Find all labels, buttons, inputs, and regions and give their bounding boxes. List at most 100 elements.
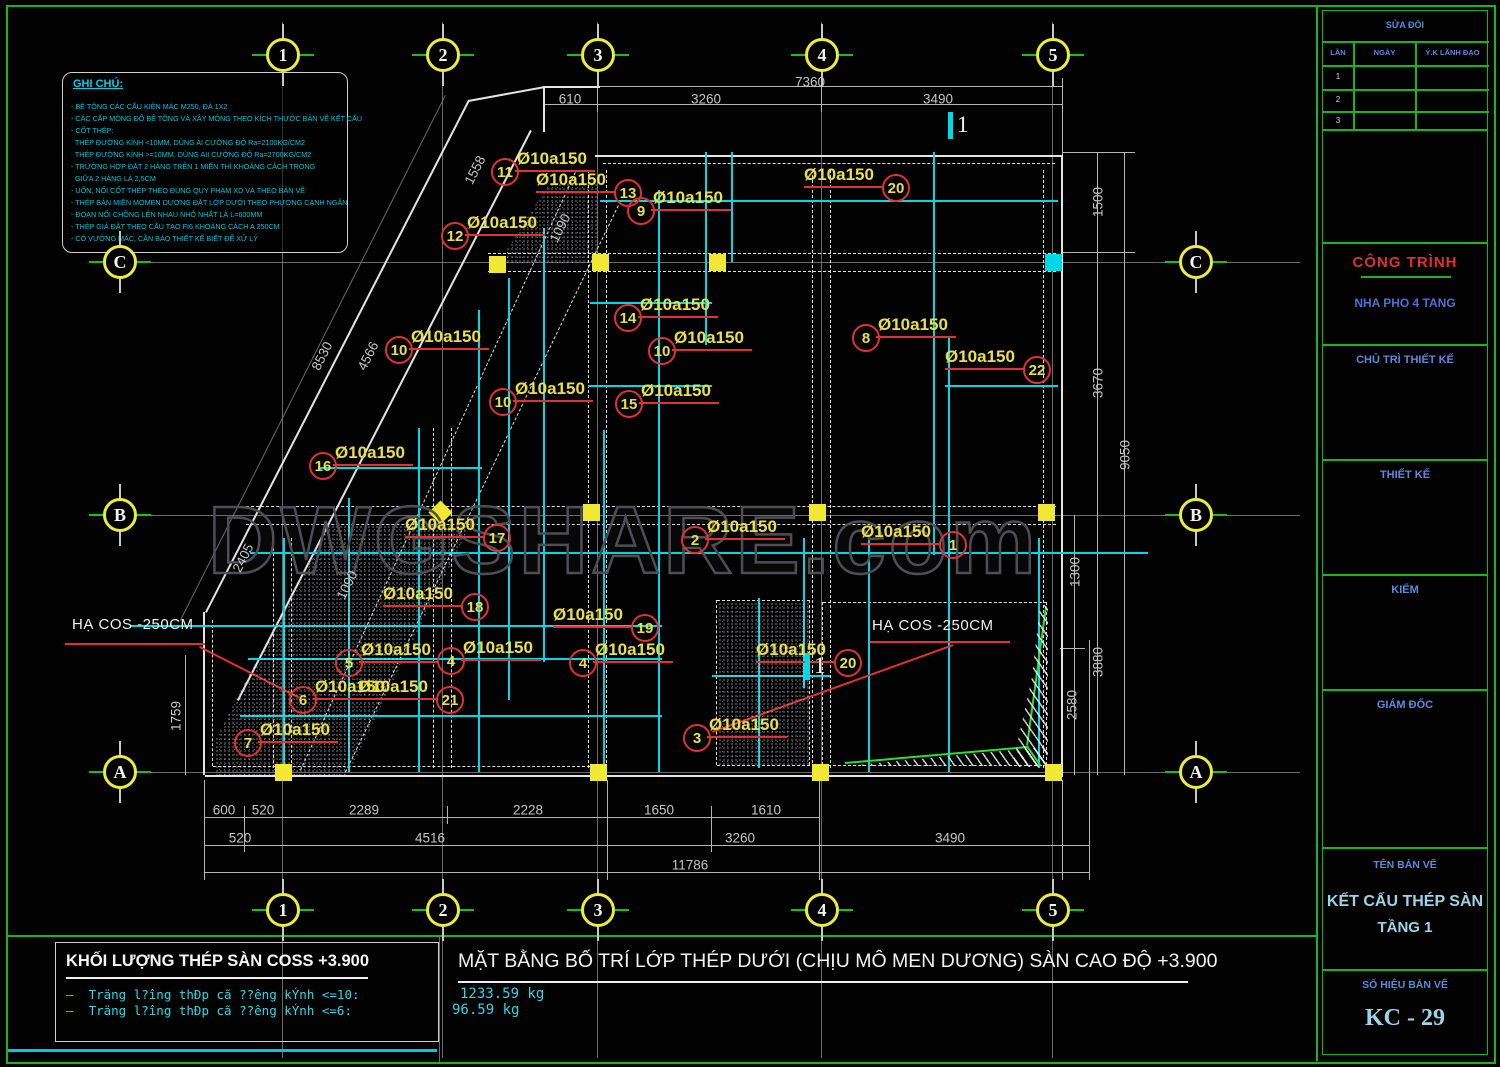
dimension-line bbox=[545, 104, 1063, 105]
revision-row-number: 3 bbox=[1335, 116, 1341, 125]
grid-bubble-circle: 2 bbox=[426, 38, 460, 72]
beam-dashed-line bbox=[717, 765, 810, 766]
grid-bubble-label: 4 bbox=[817, 899, 827, 920]
grid-axis-line bbox=[442, 22, 443, 932]
signature-box-giam-doc: GIÁM ĐỐC bbox=[1322, 690, 1488, 848]
project-label-underline bbox=[1361, 276, 1451, 278]
revision-table: SỬA ĐỔI LẦN NGÀY Ý.K LÃNH ĐẠO 1 2 3 bbox=[1322, 10, 1489, 131]
rebar-line bbox=[588, 385, 712, 387]
drop-slab-stipple-region bbox=[718, 602, 810, 765]
grid-bubble-circle: 3 bbox=[581, 38, 615, 72]
strip-accent-line bbox=[8, 1049, 437, 1052]
signature-box-thiet-ke: THIẾT KẾ bbox=[1322, 460, 1488, 575]
dimension-line bbox=[1062, 780, 1063, 880]
grid-bubble-circle: 4 bbox=[805, 893, 839, 927]
grid-bubble-label: C bbox=[113, 251, 127, 272]
callout-leader-line bbox=[945, 368, 1025, 370]
callout-leader-line bbox=[358, 698, 438, 700]
dimension-text: 4566 bbox=[354, 339, 382, 373]
notes-title: GHI CHÚ: bbox=[73, 78, 124, 90]
grid-bubble: 3 bbox=[567, 24, 629, 86]
slab-outline bbox=[1061, 155, 1063, 775]
revision-col-header: Ý.K LÃNH ĐẠO bbox=[1425, 48, 1480, 57]
grid-bubble: 2 bbox=[412, 24, 474, 86]
quantity-title: KHỐI LƯỢNG THÉP SÀN COSS +3.900 bbox=[66, 952, 369, 970]
rebar-spacing-label: Ø10a150 bbox=[361, 640, 431, 659]
grid-bubble-circle: 3 bbox=[581, 893, 615, 927]
callout-circle: 5 bbox=[335, 649, 363, 677]
rebar-spacing-label: Ø10a150 bbox=[467, 213, 537, 232]
callout-leader-line bbox=[465, 234, 545, 236]
callout-number: 14 bbox=[619, 309, 637, 327]
grid-bubble-circle: 5 bbox=[1036, 38, 1070, 72]
slab-outline bbox=[545, 86, 600, 88]
dimension-text: 1610 bbox=[750, 802, 782, 818]
callout-circle: 22 bbox=[1023, 356, 1051, 384]
column-marker bbox=[582, 503, 600, 521]
grid-bubble: A bbox=[89, 741, 151, 803]
revision-col-header: LẦN bbox=[1330, 48, 1346, 57]
beam-dashed-line bbox=[603, 163, 1055, 164]
callout-circle: 10 bbox=[648, 337, 676, 365]
column-marker bbox=[1037, 503, 1055, 521]
grid-bubble-label: 3 bbox=[593, 44, 603, 65]
callout-leader-line bbox=[536, 191, 616, 193]
dimension-line bbox=[205, 817, 820, 818]
dimension-line bbox=[205, 845, 1090, 846]
callout-number: 16 bbox=[314, 457, 332, 475]
note-line: - TRƯỜNG HỢP ĐẶT 2 HÀNG TRÊN 1 MIỀN THÌ … bbox=[71, 162, 316, 171]
grid-bubble-circle: 2 bbox=[426, 893, 460, 927]
slab-outline bbox=[468, 86, 546, 102]
rebar-line bbox=[603, 430, 605, 772]
rebar-spacing-label: Ø10a150 bbox=[517, 149, 587, 168]
callout-leader-line bbox=[409, 348, 489, 350]
column-marker bbox=[811, 763, 829, 781]
callout-circle: 18 bbox=[461, 593, 489, 621]
callout-circle: 12 bbox=[441, 222, 469, 250]
callout-leader-line bbox=[383, 605, 463, 607]
rebar-spacing-label: Ø10a150 bbox=[536, 170, 606, 189]
grid-bubble: A bbox=[1165, 741, 1227, 803]
callout-circle: 15 bbox=[615, 390, 643, 418]
drawing-name-label: TÊN BẢN VẼ bbox=[1373, 859, 1437, 871]
signature-box-label: GIÁM ĐỐC bbox=[1376, 699, 1434, 711]
section-marker-bar bbox=[805, 653, 810, 680]
dimension-text: 7360 bbox=[794, 74, 826, 90]
grid-bubble-label: B bbox=[113, 504, 126, 525]
grid-bubble-label: 3 bbox=[593, 899, 603, 920]
grid-bubble: C bbox=[89, 231, 151, 293]
grid-bubble-label: A bbox=[113, 761, 127, 782]
callout-number: 19 bbox=[636, 619, 654, 637]
dimension-text: 520 bbox=[251, 802, 275, 818]
callout-leader-line bbox=[651, 209, 731, 211]
dimension-text: 3260 bbox=[724, 830, 756, 846]
dimension-line bbox=[711, 806, 712, 852]
callout-leader-line bbox=[513, 400, 593, 402]
callout-circle: 16 bbox=[309, 452, 337, 480]
beam-dashed-line bbox=[830, 170, 831, 768]
quantity-value: 96.59 kg bbox=[452, 1002, 520, 1018]
callout-number: 11 bbox=[497, 163, 513, 181]
grid-bubble: 2 bbox=[412, 879, 474, 941]
beam-dashed-line bbox=[246, 524, 1056, 525]
callout-circle: 4 bbox=[569, 649, 597, 677]
revision-row-number: 1 bbox=[1335, 72, 1341, 81]
dimension-line bbox=[819, 780, 820, 880]
callout-number: 12 bbox=[446, 227, 464, 245]
slab-outline bbox=[205, 775, 1063, 777]
revision-title: SỬA ĐỔI bbox=[1385, 20, 1425, 30]
grid-axis-line bbox=[1052, 22, 1053, 932]
grid-axis-line bbox=[100, 515, 1300, 516]
note-line: - BÊ TÔNG CÁC CẤU KIỆN MÁC M250, ĐÁ 1X2 bbox=[71, 102, 228, 111]
callout-number: 7 bbox=[243, 734, 253, 752]
